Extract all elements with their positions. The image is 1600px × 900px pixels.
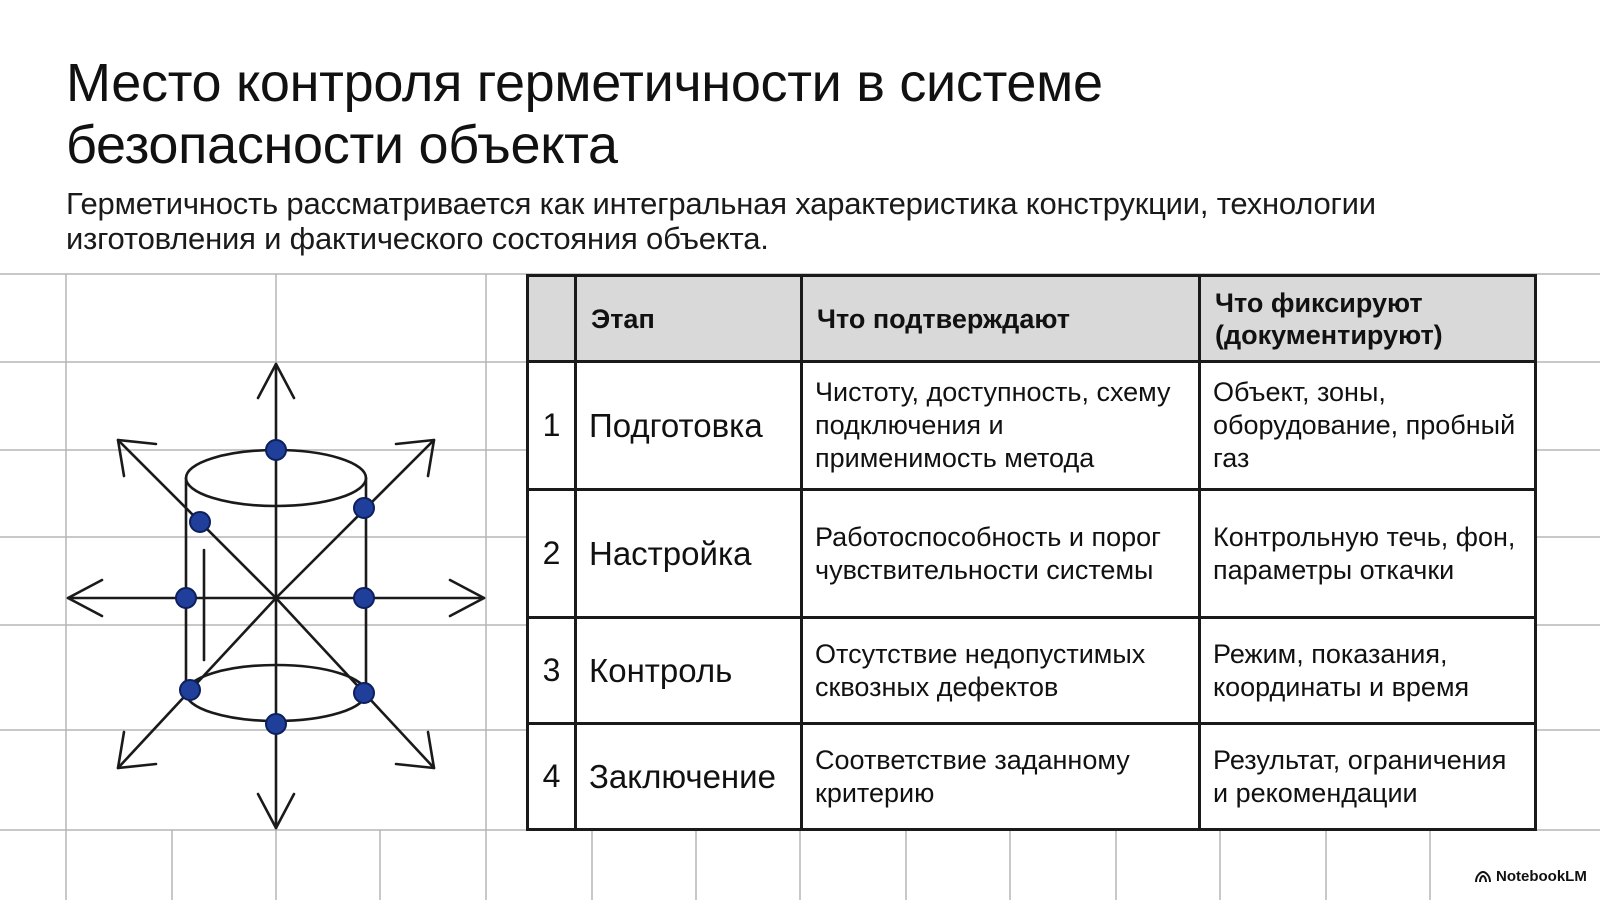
page-subtitle: Герметичность рассматривается как интегр… [66,186,1486,256]
row-confirm: Чистоту, доступность, схему подключения … [800,360,1201,491]
notebooklm-watermark: NotebookLM [1475,868,1587,885]
page-title-line-2: безопасности объекта [66,115,618,175]
page-subtitle-line-1: Герметичность рассматривается как интегр… [66,186,1376,221]
header-record: Что фиксируют (документируют) [1198,274,1537,363]
cylinder-pressure-diagram [66,362,486,830]
row-confirm: Отсутствие недопустимых сквозных дефекто… [800,616,1201,725]
row-record: Объект, зоны, оборудование, пробный газ [1198,360,1537,491]
row-record: Результат, ограничения и рекомендации [1198,722,1537,831]
row-stage: Контроль [574,616,803,725]
row-stage: Подготовка [574,360,803,491]
table-row: 2 Настройка Работоспособность и порог чу… [526,488,1537,619]
brand-label: NotebookLM [1496,868,1587,885]
page-title-line-1: Место контроля герметичности в системе [66,53,1103,113]
row-record: Контрольную течь, фон, параметры откачки [1198,488,1537,619]
table-row: 1 Подготовка Чистоту, доступность, схему… [526,360,1537,491]
row-number: 2 [526,488,577,619]
notebooklm-logo-icon [1475,870,1491,882]
row-stage: Настройка [574,488,803,619]
page-title: Место контроля герметичности в системе б… [66,52,1366,176]
row-number: 1 [526,360,577,491]
row-record: Режим, показания, координаты и время [1198,616,1537,725]
row-confirm: Соответствие заданному критерию [800,722,1201,831]
stages-table: Этап Что подтверждают Что фиксируют (док… [526,274,1537,831]
page-subtitle-line-2: изготовления и фактического состояния об… [66,221,769,256]
table-header-row: Этап Что подтверждают Что фиксируют (док… [526,274,1537,363]
row-number: 4 [526,722,577,831]
table-row: 3 Контроль Отсутствие недопустимых сквоз… [526,616,1537,725]
header-confirm: Что подтверждают [800,274,1201,363]
row-number: 3 [526,616,577,725]
header-number [526,274,577,363]
row-stage: Заключение [574,722,803,831]
row-confirm: Работоспособность и порог чувствительнос… [800,488,1201,619]
header-stage: Этап [574,274,803,363]
radial-arrows [66,362,486,830]
table-row: 4 Заключение Соответствие заданному крит… [526,722,1537,831]
measurement-points [175,439,375,735]
